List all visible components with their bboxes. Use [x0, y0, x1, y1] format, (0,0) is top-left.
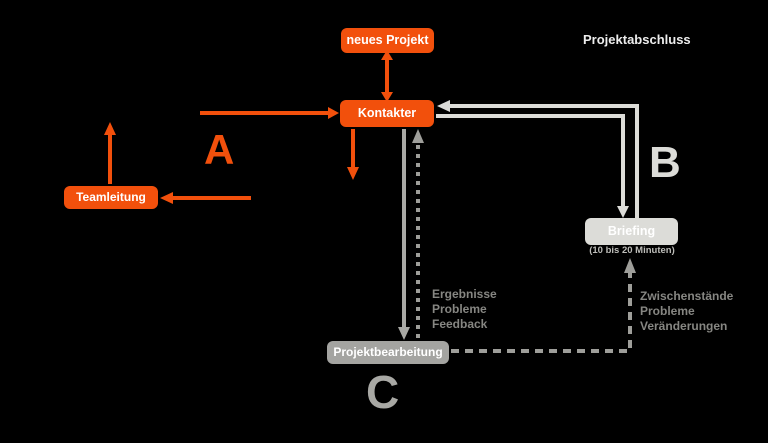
label-line: Feedback — [432, 317, 488, 331]
arrow-kontakter-down — [347, 129, 359, 180]
label-line: Probleme — [432, 302, 487, 316]
node-projektbearbeitung: Projektbearbeitung — [327, 341, 449, 364]
section-letter-b: B — [649, 138, 681, 187]
node-kontakter: Kontakter — [340, 100, 434, 127]
arrow-kontakter-to-briefing — [436, 114, 629, 218]
briefing-duration-label: (10 bis 20 Minuten) — [589, 245, 675, 256]
arrow-projektbearbeitung-to-kontakter-dashed — [412, 129, 424, 338]
node-teamleitung: Teamleitung — [64, 186, 158, 209]
section-letter-c: C — [366, 366, 400, 418]
arrow-briefing-to-kontakter — [437, 100, 639, 218]
label-line: Zwischenstände — [640, 289, 734, 303]
label-line: Ergebnisse — [432, 287, 497, 301]
node-briefing: Briefing — [585, 218, 678, 245]
arrow-neues-projekt-kontakter-bidirectional — [381, 50, 393, 102]
arrow-projektbearbeitung-to-briefing-dashed — [451, 258, 636, 353]
label-zwischenstaende-to-briefing: Zwischenstände Probleme Veränderungen — [640, 289, 733, 334]
arrow-into-kontakter-left — [200, 107, 339, 119]
node-neues-projekt: neues Projekt — [341, 28, 434, 53]
label-feedback-to-kontakter: Ergebnisse Probleme Feedback — [432, 287, 497, 332]
label-line: Veränderungen — [640, 319, 728, 333]
arrow-teamleitung-up — [104, 122, 116, 184]
arrow-kontakter-to-projektbearbeitung — [398, 129, 410, 340]
section-letter-a: A — [204, 126, 235, 173]
title-projektabschluss: Projektabschluss — [583, 32, 691, 47]
arrow-into-teamleitung — [160, 192, 251, 204]
label-line: Probleme — [640, 304, 695, 318]
